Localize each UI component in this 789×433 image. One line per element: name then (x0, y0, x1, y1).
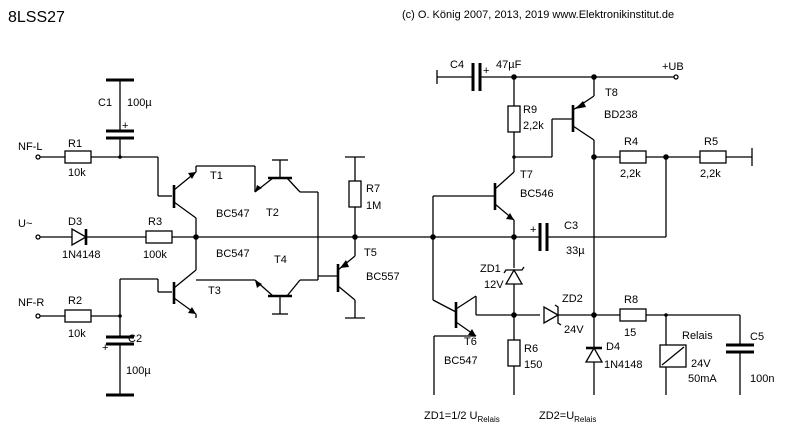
svg-text:2,2k: 2,2k (523, 120, 544, 132)
d4-diode (584, 346, 604, 363)
svg-text:1N4148: 1N4148 (604, 359, 643, 371)
ub-terminal (673, 74, 679, 80)
t1-transistor: T1 BC547 (172, 170, 250, 237)
ub-label: +UB (662, 61, 684, 73)
svg-text:100µ: 100µ (126, 365, 151, 377)
t3-transistor: T3 BC547 (172, 237, 250, 315)
d3-diode (71, 227, 88, 247)
input-nf-r: NF-R R2 10k C2 100µ + (18, 278, 172, 397)
svg-text:T1: T1 (210, 170, 223, 182)
t7-transistor: T7 BC546 (493, 132, 554, 237)
r3-resistor (145, 230, 173, 244)
nf-r-label: NF-R (18, 297, 44, 309)
svg-text:ZD2: ZD2 (562, 293, 583, 305)
svg-text:1M: 1M (366, 200, 381, 212)
svg-text:T4: T4 (274, 254, 287, 266)
t6-transistor: T6 BC547 (433, 295, 540, 395)
svg-text:47µF: 47µF (496, 59, 522, 71)
svg-text:50mA: 50mA (688, 373, 717, 385)
svg-text:C5: C5 (750, 331, 764, 343)
svg-text:100µ: 100µ (127, 97, 152, 109)
zd2-zener (543, 305, 560, 325)
svg-text:+: + (102, 342, 108, 354)
svg-text:T3: T3 (208, 285, 221, 297)
svg-text:10k: 10k (68, 167, 86, 179)
svg-text:10k: 10k (68, 328, 86, 340)
relay-coil (659, 344, 687, 368)
zd1-zener (504, 268, 524, 285)
svg-text:T2: T2 (266, 207, 279, 219)
r1-resistor (64, 150, 92, 164)
svg-text:BC547: BC547 (216, 248, 250, 260)
r7-resistor (348, 180, 362, 208)
copyright-text: (c) O. König 2007, 2013, 2019 www.Elektr… (402, 9, 674, 21)
nf-l-label: NF-L (18, 141, 42, 153)
r5-resistor (699, 150, 727, 164)
svg-text:150: 150 (524, 359, 542, 371)
svg-text:R9: R9 (523, 104, 537, 116)
svg-text:2,2k: 2,2k (700, 168, 721, 180)
svg-text:R8: R8 (624, 294, 638, 306)
svg-text:R2: R2 (68, 295, 82, 307)
svg-text:T8: T8 (605, 87, 618, 99)
svg-text:24V: 24V (564, 324, 584, 336)
svg-text:C2: C2 (128, 333, 142, 345)
svg-text:R6: R6 (524, 343, 538, 355)
svg-text:33µ: 33µ (566, 245, 585, 257)
svg-text:100n: 100n (750, 373, 774, 385)
r4-resistor (619, 150, 647, 164)
svg-text:T6: T6 (464, 336, 477, 348)
r2-resistor (64, 309, 92, 323)
t4-transistor: T4 (196, 254, 318, 315)
svg-text:R4: R4 (624, 136, 638, 148)
t8-transistor: T8 BD238 (514, 77, 638, 315)
svg-text:R1: R1 (68, 138, 82, 150)
svg-text:BC557: BC557 (366, 271, 400, 283)
svg-text:+: + (122, 120, 128, 132)
svg-text:R5: R5 (704, 136, 718, 148)
svg-text:T7: T7 (520, 169, 533, 181)
svg-text:BD238: BD238 (604, 109, 638, 121)
input-nf-l: NF-L R1 10k C1 100µ + (18, 78, 172, 197)
svg-text:T5: T5 (364, 247, 377, 259)
svg-text:24V: 24V (691, 358, 711, 370)
schematic-title: 8LSS27 (8, 9, 65, 26)
t2-transistor: T2 (254, 159, 318, 219)
nf-r-terminal (35, 313, 41, 319)
svg-text:BC546: BC546 (520, 188, 554, 200)
svg-text:Relais: Relais (682, 330, 713, 342)
zd1-note: ZD1=1/2 URelais (424, 410, 500, 424)
svg-text:C1: C1 (98, 97, 112, 109)
svg-text:D3: D3 (68, 216, 82, 228)
r9-resistor (507, 105, 521, 133)
svg-text:2,2k: 2,2k (620, 168, 641, 180)
svg-text:BC547: BC547 (216, 208, 250, 220)
svg-text:C3: C3 (564, 220, 578, 232)
svg-text:1N4148: 1N4148 (62, 249, 101, 261)
input-u: U~ D3 1N4148 R3 100k (18, 216, 355, 261)
svg-text:R7: R7 (366, 183, 380, 195)
svg-text:15: 15 (624, 327, 636, 339)
svg-text:ZD1: ZD1 (480, 263, 501, 275)
svg-text:D4: D4 (606, 341, 620, 353)
u-terminal (35, 234, 41, 240)
svg-text:12V: 12V (484, 279, 504, 291)
svg-text:100k: 100k (143, 249, 167, 261)
svg-text:+: + (530, 224, 536, 236)
t5-transistor: T5 BC557 (336, 237, 400, 318)
svg-text:BC547: BC547 (444, 355, 478, 367)
zd2-note: ZD2=URelais (539, 410, 596, 424)
r8-resistor (619, 308, 647, 322)
svg-text:C4: C4 (450, 59, 464, 71)
nf-l-terminal (35, 154, 41, 160)
r6-resistor (507, 339, 521, 367)
svg-text:+: + (483, 65, 489, 77)
svg-text:R3: R3 (148, 216, 162, 228)
u-label: U~ (18, 218, 32, 230)
